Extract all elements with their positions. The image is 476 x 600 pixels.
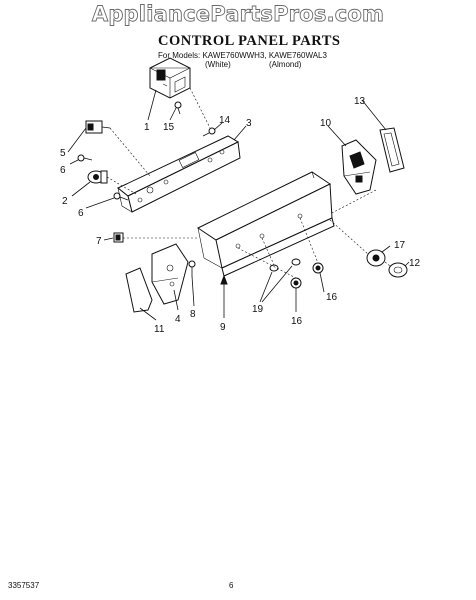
callout-8: 8 <box>190 309 196 320</box>
part-screw-14 <box>202 127 216 137</box>
part-control-panel <box>196 171 335 277</box>
part-frame <box>379 127 405 173</box>
callout-19: 19 <box>252 304 264 315</box>
callout-10: 10 <box>320 118 332 129</box>
page-title: CONTROL PANEL PARTS <box>158 33 341 49</box>
variant-white: (White) <box>205 60 231 69</box>
part-switch-bracket <box>341 139 377 195</box>
watermark: AppliancePartsPros.com <box>91 2 385 27</box>
part-knob <box>388 262 408 278</box>
callout-11: 11 <box>154 324 165 335</box>
model-numbers: For Models: KAWE760WWH3, KAWE760WAL3 <box>158 51 327 60</box>
part-spacer-19b <box>291 258 301 266</box>
callout-13: 13 <box>354 96 366 107</box>
part-end-cap <box>125 267 153 313</box>
callout-16b: 16 <box>326 292 338 303</box>
callout-14: 14 <box>219 115 231 126</box>
callout-1: 1 <box>144 122 150 133</box>
callout-labels: 1 15 14 3 5 6 2 6 10 13 7 17 12 4 8 9 19… <box>60 96 421 335</box>
assembly-lines <box>106 87 391 279</box>
callout-16a: 16 <box>291 316 303 327</box>
part-end-bracket <box>151 243 189 305</box>
part-washer <box>366 249 386 267</box>
part-spacer-19a <box>269 264 279 272</box>
callout-17: 17 <box>394 240 406 251</box>
part-switch <box>85 120 111 134</box>
callout-15: 15 <box>163 122 175 133</box>
part-timer <box>149 57 191 99</box>
part-control-bracket <box>117 135 241 213</box>
document-number: 3357537 <box>8 581 40 590</box>
callout-6a: 6 <box>60 165 66 176</box>
part-rotary-switch <box>87 170 108 184</box>
part-screw-15 <box>174 101 182 115</box>
callout-leaders <box>67 89 410 321</box>
callout-9: 9 <box>220 322 226 333</box>
callout-2: 2 <box>62 196 68 207</box>
page-number: 6 <box>229 581 234 590</box>
callout-5: 5 <box>60 148 66 159</box>
callout-12: 12 <box>409 258 421 269</box>
variant-almond: (Almond) <box>269 60 302 69</box>
part-screw-6a <box>77 154 93 162</box>
callout-7: 7 <box>96 236 102 247</box>
callout-4: 4 <box>175 314 181 325</box>
part-button-16a <box>312 262 324 274</box>
part-clip <box>113 232 124 243</box>
callout-6b: 6 <box>78 208 84 219</box>
part-button-16b <box>290 277 302 289</box>
part-screw-8 <box>188 260 196 276</box>
callout-3: 3 <box>246 118 252 129</box>
